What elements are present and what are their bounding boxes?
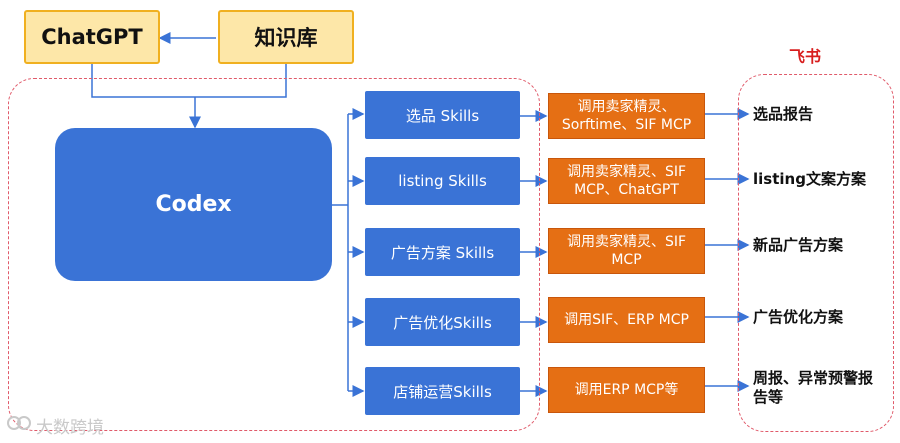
top-merge-line (91, 64, 287, 98)
tool-box-store-operations: 调用ERP MCP等 (548, 367, 705, 413)
codex-box: Codex (55, 128, 332, 281)
skill-box-selection: 选品 Skills (365, 91, 520, 139)
knowledge-base-box: 知识库 (218, 10, 354, 64)
output-listing-plan: listing文案方案 (753, 169, 866, 188)
skill-box-ad-plan: 广告方案 Skills (365, 228, 520, 276)
tool-box-ad-optimization: 调用SIF、ERP MCP (548, 297, 705, 343)
chatgpt-box: ChatGPT (24, 10, 160, 64)
tool-box-selection: 调用卖家精灵、Sorftime、SIF MCP (548, 93, 705, 139)
watermark-logo-icon (6, 413, 32, 438)
feishu-output-region (738, 74, 894, 432)
skill-box-store-operations: 店铺运营Skills (365, 367, 520, 415)
skill-box-ad-optimization: 广告优化Skills (365, 298, 520, 346)
output-ad-optimization-plan: 广告优化方案 (753, 307, 844, 326)
output-weekly-report: 周报、异常预警报告等 (753, 369, 874, 406)
watermark-text: 大数跨境 (36, 417, 104, 438)
output-selection-report: 选品报告 (753, 104, 814, 123)
tool-box-listing: 调用卖家精灵、SIF MCP、ChatGPT (548, 158, 705, 204)
skill-box-listing: listing Skills (365, 157, 520, 205)
codex-system-region (8, 78, 540, 431)
output-new-ad-plan: 新品广告方案 (753, 235, 844, 254)
tool-box-ad-plan: 调用卖家精灵、SIF MCP (548, 228, 705, 274)
watermark: 大数跨境 (6, 412, 136, 438)
feishu-label: 飞书 (789, 47, 822, 66)
